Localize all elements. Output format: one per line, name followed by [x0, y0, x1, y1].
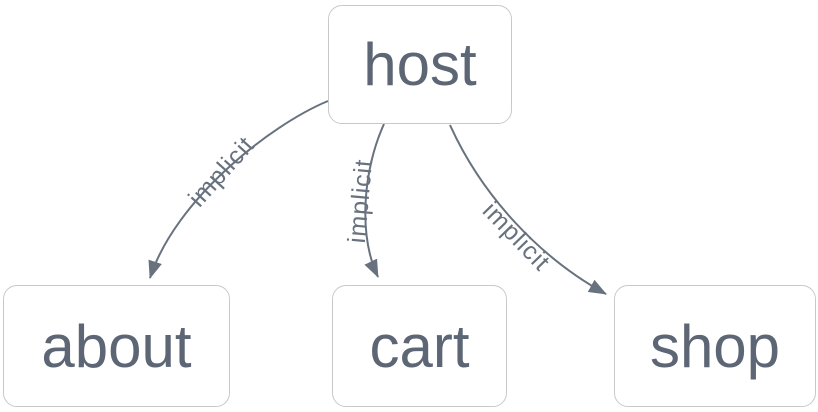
node-about-label: about — [41, 312, 192, 380]
node-host: host — [328, 5, 512, 124]
edge-label-host-cart: implicit — [342, 157, 379, 245]
edge-label-host-shop: implicit — [476, 196, 556, 277]
node-cart-label: cart — [369, 312, 470, 380]
node-about: about — [3, 285, 230, 407]
node-host-label: host — [363, 31, 477, 98]
node-cart: cart — [332, 285, 507, 407]
edge-label-host-about: implicit — [182, 130, 261, 213]
node-shop-label: shop — [649, 312, 781, 380]
edge-host-about — [148, 100, 329, 279]
node-shop: shop — [614, 285, 816, 407]
